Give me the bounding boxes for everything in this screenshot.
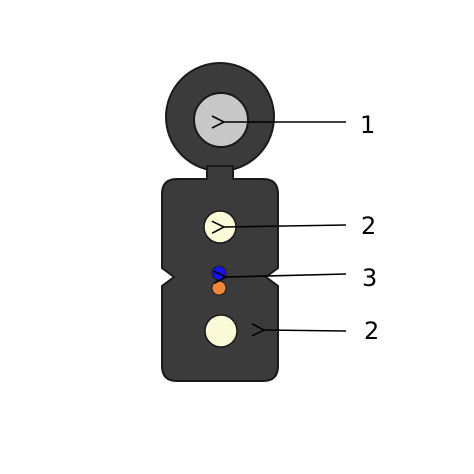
leader-line-2-upper — [224, 225, 347, 227]
lower-strength-member — [204, 314, 238, 348]
leader-line-2-lower — [264, 330, 347, 331]
callout-label-2-upper: 2 — [361, 212, 376, 240]
messenger-core — [193, 92, 249, 148]
fiber-orange — [211, 280, 227, 296]
callout-label-2-lower: 2 — [364, 317, 379, 345]
fiber-blue — [211, 265, 227, 281]
neck-seam-cover — [208, 175, 232, 181]
callout-label-3: 3 — [362, 264, 377, 292]
leader-line-3 — [226, 274, 347, 277]
callout-label-1: 1 — [360, 111, 375, 139]
